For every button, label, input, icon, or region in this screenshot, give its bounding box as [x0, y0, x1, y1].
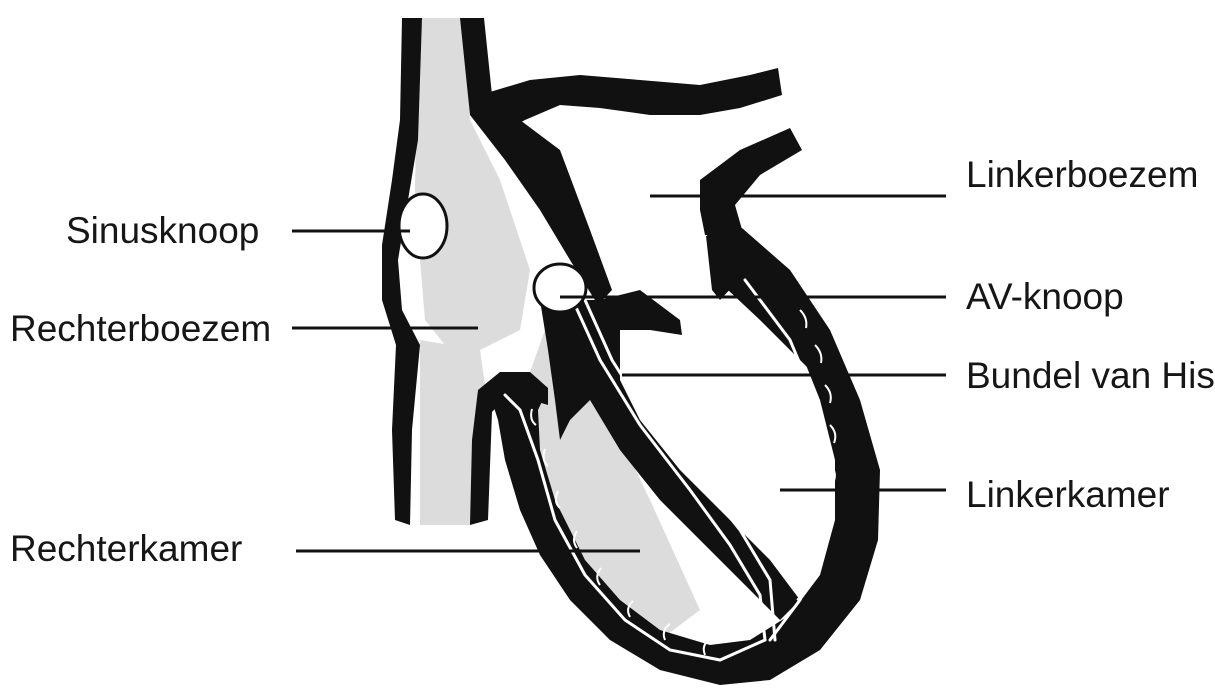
- label-av-knoop: AV-knoop: [966, 278, 1124, 315]
- label-linkerkamer: Linkerkamer: [966, 476, 1170, 513]
- label-rechterkamer: Rechterkamer: [10, 530, 242, 567]
- svc-left-wall: [382, 18, 422, 525]
- label-linkerboezem: Linkerboezem: [966, 156, 1198, 193]
- label-bundel-van-his: Bundel van His: [966, 357, 1215, 394]
- av-node: [534, 264, 586, 312]
- sinus-node: [399, 194, 447, 258]
- label-sinusknoop: Sinusknoop: [66, 212, 259, 249]
- label-rechterboezem: Rechterboezem: [10, 310, 271, 347]
